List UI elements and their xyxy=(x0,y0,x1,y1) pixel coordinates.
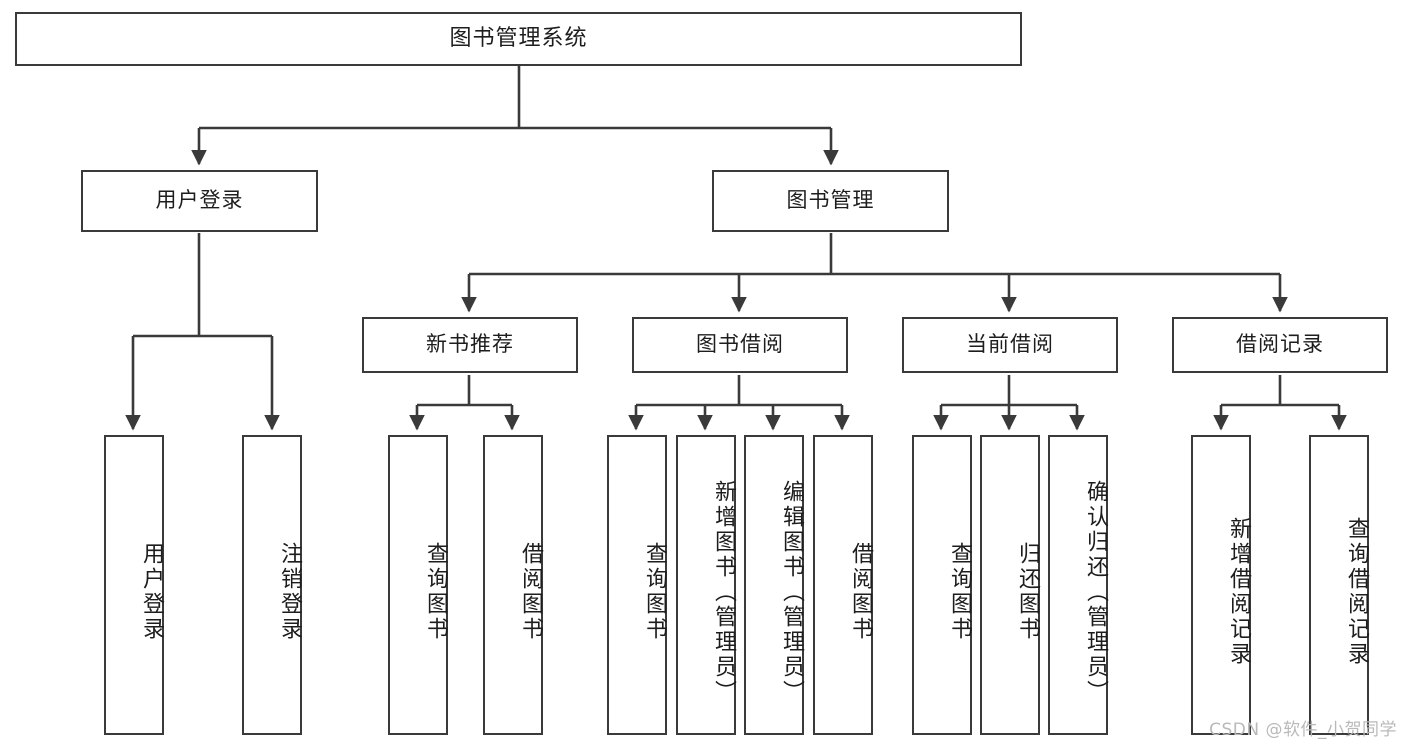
node-book-borrow-label: 图书借阅 xyxy=(696,332,784,357)
leaf-borrow-add-book-admin[interactable]: 新增图书（管理员） xyxy=(676,435,736,735)
node-user-login[interactable]: 用户登录 xyxy=(81,170,318,232)
leaf-label: 新增借阅记录 xyxy=(1226,517,1251,667)
node-new-book-recommend-label: 新书推荐 xyxy=(426,332,514,357)
leaf-label: 用户登录 xyxy=(139,542,164,642)
leaf-borrow-edit-book-admin[interactable]: 编辑图书（管理员） xyxy=(744,435,804,735)
node-borrow-record[interactable]: 借阅记录 xyxy=(1172,317,1388,373)
leaf-label: 确认归还（管理员） xyxy=(1083,479,1108,705)
node-book-management[interactable]: 图书管理 xyxy=(712,170,949,232)
leaf-label: 查询借阅记录 xyxy=(1344,517,1369,667)
node-current-borrow[interactable]: 当前借阅 xyxy=(902,317,1118,373)
leaf-new-book-borrow[interactable]: 借阅图书 xyxy=(483,435,543,735)
leaf-current-return-book[interactable]: 归还图书 xyxy=(980,435,1040,735)
leaf-current-query-book[interactable]: 查询图书 xyxy=(912,435,972,735)
leaf-label: 借阅图书 xyxy=(848,542,873,642)
node-borrow-record-label: 借阅记录 xyxy=(1236,332,1324,357)
leaf-record-add-record[interactable]: 新增借阅记录 xyxy=(1191,435,1251,735)
node-book-management-label: 图书管理 xyxy=(786,188,875,213)
leaf-label: 查询图书 xyxy=(423,542,448,642)
node-root-system[interactable]: 图书管理系统 xyxy=(15,12,1022,66)
leaf-label: 归还图书 xyxy=(1015,542,1040,642)
node-user-login-label: 用户登录 xyxy=(155,188,244,213)
node-book-borrow[interactable]: 图书借阅 xyxy=(632,317,848,373)
csdn-watermark: CSDN @软件_小贺同学 xyxy=(1209,720,1397,740)
leaf-label: 借阅图书 xyxy=(518,542,543,642)
leaf-label: 新增图书（管理员） xyxy=(711,479,736,705)
node-new-book-recommend[interactable]: 新书推荐 xyxy=(362,317,578,373)
leaf-record-query-record[interactable]: 查询借阅记录 xyxy=(1309,435,1369,735)
leaf-label: 注销登录 xyxy=(277,542,302,642)
leaf-borrow-query-book[interactable]: 查询图书 xyxy=(607,435,667,735)
leaf-label: 查询图书 xyxy=(642,542,667,642)
leaf-user-login-signout[interactable]: 注销登录 xyxy=(242,435,302,735)
node-root-label: 图书管理系统 xyxy=(449,25,588,51)
leaf-label: 查询图书 xyxy=(947,542,972,642)
node-current-borrow-label: 当前借阅 xyxy=(966,332,1054,357)
leaf-new-book-query[interactable]: 查询图书 xyxy=(388,435,448,735)
leaf-current-confirm-return-admin[interactable]: 确认归还（管理员） xyxy=(1048,435,1108,735)
leaf-borrow-borrow-book[interactable]: 借阅图书 xyxy=(813,435,873,735)
leaf-user-login-signin[interactable]: 用户登录 xyxy=(104,435,164,735)
leaf-label: 编辑图书（管理员） xyxy=(779,479,804,705)
